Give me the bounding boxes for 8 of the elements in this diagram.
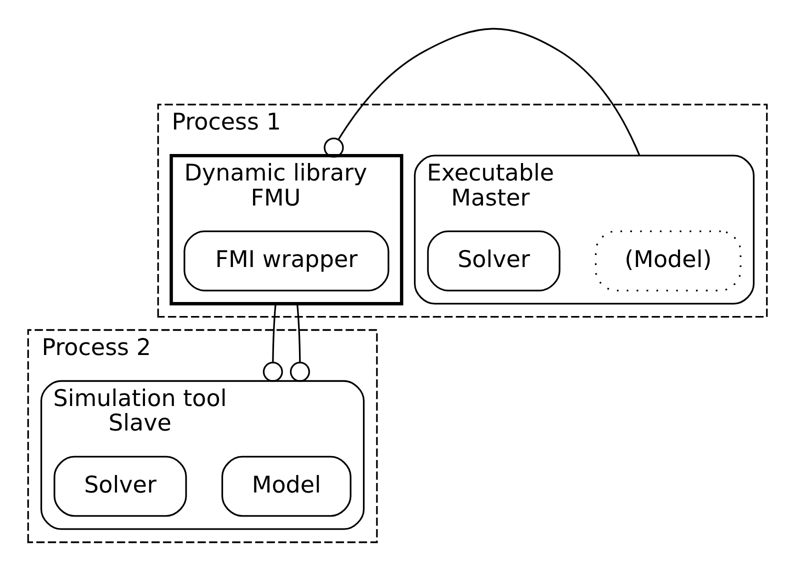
connector (324, 28, 640, 158)
connector (262, 303, 283, 382)
node-box: Model (221, 455, 352, 516)
node-box: (Model) (594, 230, 742, 291)
connector (290, 303, 310, 382)
node-box: Solver (54, 455, 187, 516)
node-box: FMI wrapper (184, 230, 390, 291)
node-box: Solver (427, 230, 560, 291)
